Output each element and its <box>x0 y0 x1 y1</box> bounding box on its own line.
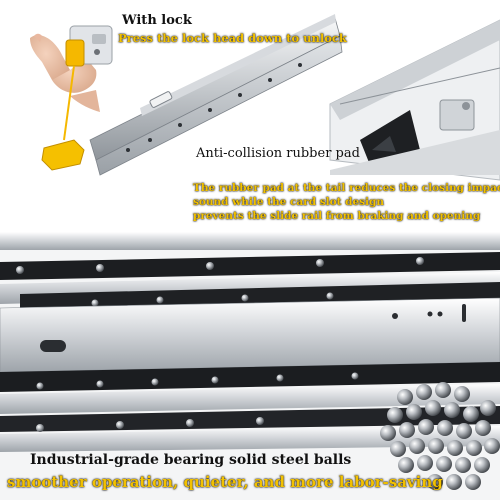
top-panel: With lock Press the lock head down to un… <box>0 0 500 232</box>
ball-track-bottom <box>0 362 500 392</box>
rubber-pad-detail <box>329 19 500 181</box>
rail-slot <box>40 340 66 352</box>
pad-description: The rubber pad at the tail reduces the c… <box>193 181 500 223</box>
hand-image <box>30 33 100 112</box>
lock-description: Press the lock head down to unlock <box>118 31 347 45</box>
pad-title: Anti-collision rubber pad <box>196 146 360 161</box>
balls-description: smoother operation, quieter, and more la… <box>7 473 443 491</box>
ball-track-top <box>0 252 500 280</box>
upper-rail <box>89 14 343 176</box>
outer-rail-top <box>0 232 500 250</box>
pad-description-line: prevents the slide rail from braking and… <box>193 210 481 222</box>
slide-rail-illustration <box>30 14 500 181</box>
lock-head-detail <box>65 25 113 67</box>
rail-closeup-illustration <box>0 232 500 490</box>
bottom-panel: Industrial-grade bearing solid steel bal… <box>0 232 500 500</box>
pad-description-line: sound while the card slot design <box>193 196 385 208</box>
steel-balls-pile <box>380 382 500 490</box>
inner-rail <box>0 297 500 373</box>
lock-title: With lock <box>122 13 192 28</box>
balls-title: Industrial-grade bearing solid steel bal… <box>30 452 352 468</box>
yellow-lock-lever <box>41 65 85 171</box>
pad-description-line: The rubber pad at the tail reduces the c… <box>193 182 500 194</box>
